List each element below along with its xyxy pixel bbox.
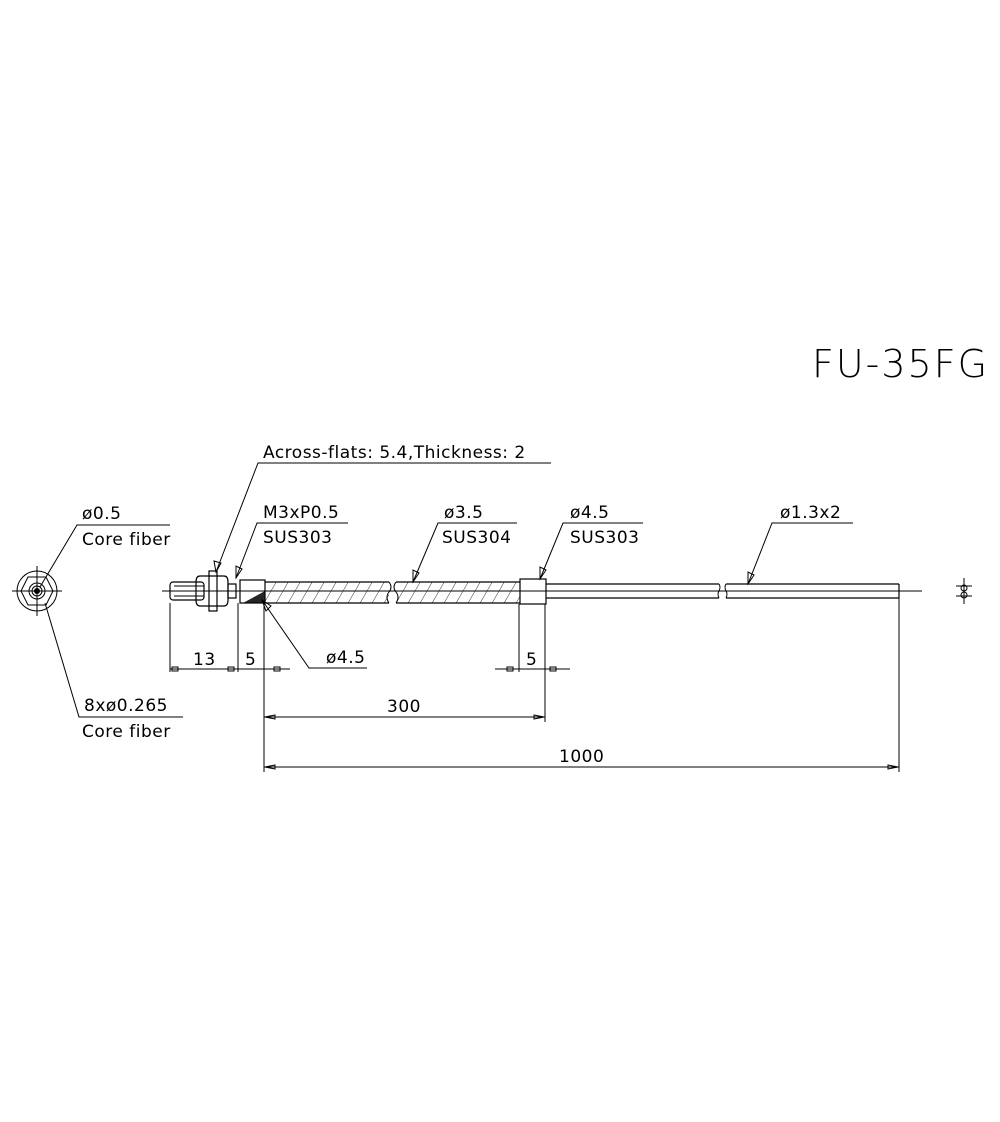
core-fiber-label: Core fiber [82, 530, 171, 550]
nut-callout: Across-flats: 5.4,Thickness: 2 [263, 443, 526, 463]
model-title: FU-35FG [812, 342, 989, 386]
peripheral-fiber-label: Core fiber [82, 722, 171, 742]
thread-material: SUS303 [263, 528, 332, 548]
collar-dim: ø4.5 [326, 648, 365, 668]
ring-material: SUS303 [570, 528, 639, 548]
thread-dim: M3xP0.5 [263, 503, 339, 523]
peripheral-fiber-dim: 8xø0.265 [84, 696, 168, 716]
thread-length-dim: 13 [193, 650, 216, 670]
total-length-dim: 1000 [559, 747, 604, 767]
collar-length-dim: 5 [245, 650, 256, 670]
sleeve-material: SUS304 [442, 528, 511, 548]
callout-leaders [213, 462, 853, 669]
core-fiber-dim: ø0.5 [82, 504, 121, 524]
end-view [12, 524, 183, 718]
cable-dim: ø1.3x2 [780, 503, 841, 523]
side-view [162, 570, 972, 612]
sleeve-length-dim: 300 [387, 697, 421, 717]
sleeve-dim: ø3.5 [444, 503, 483, 523]
dimension-lines [169, 598, 900, 772]
ring-dim: ø4.5 [570, 503, 609, 523]
ring-length-dim: 5 [526, 650, 537, 670]
